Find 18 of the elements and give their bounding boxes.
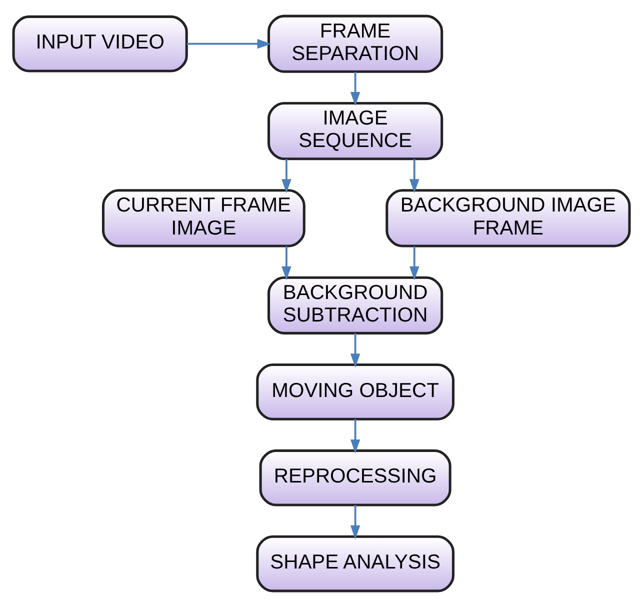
node-box: REPROCESSING [259, 449, 452, 506]
arrow [350, 419, 360, 454]
node-box: BACKGROUND IMAGE FRAME [386, 189, 631, 248]
arrow [186, 38, 272, 49]
node-box: MOVING OBJECT [256, 364, 454, 420]
arrow [410, 159, 420, 194]
arrow [282, 246, 292, 280]
arrow [410, 246, 420, 280]
node-box: INPUT VIDEO [12, 15, 188, 72]
node-box: FRAME SEPARATION [267, 14, 444, 73]
node-box: BACKGROUND SUBTRACTION [267, 276, 444, 334]
node-box: SHAPE ANALYSIS [256, 535, 454, 592]
arrow [350, 333, 360, 368]
arrow [350, 505, 360, 540]
arrow [350, 72, 360, 106]
arrow [282, 159, 292, 194]
node-box: CURRENT FRAME IMAGE [102, 189, 306, 248]
node-box: IMAGE SEQUENCE [267, 102, 444, 160]
